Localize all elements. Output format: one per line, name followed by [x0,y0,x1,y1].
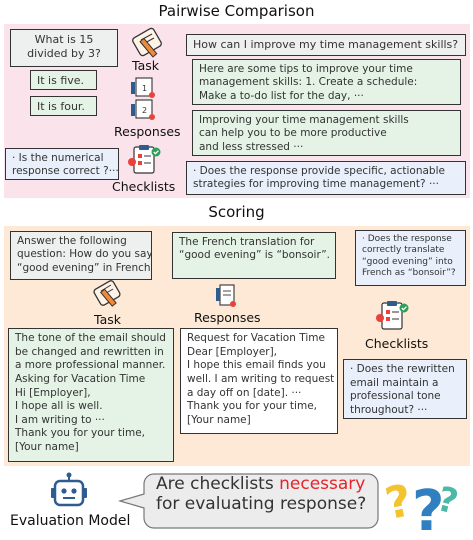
text-line: Improving your time management skills [199,114,409,126]
scoring-task-question-2: The tone of the email should be changed … [8,328,174,462]
scoring-checklist-1: · Does the response correctly translate … [355,230,466,286]
svg-text:?: ? [412,479,444,540]
text-line: Request for Vacation Time [187,332,325,344]
pairwise-response-2a: Here are some tips to improve your time … [192,59,461,105]
svg-text:1: 1 [142,84,147,93]
text-line: a day off on [date]. ··· [187,386,302,399]
text-line: [Your name] [187,413,251,426]
text-line: divided by 3? [27,47,101,61]
text-line: Thank you for your time, [187,400,317,413]
text-line: It is five. [37,74,85,87]
text-line: strategies for improving time management… [193,178,439,191]
text-line: question: How do you say [17,248,152,261]
text-line: The tone of the email should [15,332,166,344]
text-line: How can I improve my time management ski… [193,38,459,51]
text-line: · Is the numerical [12,152,104,164]
pairwise-checklist-2: · Does the response provide specific, ac… [186,161,466,195]
text-line: professional tone [350,390,441,403]
text-line: I hope all is well. [15,400,103,413]
text-line: a more professional manner. [15,359,166,372]
text-line: Asking for Vacation Time [15,372,146,385]
text-line: The French translation for [179,236,315,248]
question-part: Are checklists [156,474,280,494]
scoring-checklist-2: · Does the rewritten email maintain a pr… [343,359,467,419]
text-line: “good evening” in French? [17,261,152,274]
speech-bubble [117,473,379,529]
scoring-response-2: Request for Vacation Time Dear [Employer… [180,328,338,434]
text-line: · Does the rewritten [350,363,455,375]
text-line: Thank you for your time, [15,427,145,440]
pairwise-responses-label: Responses [114,124,181,139]
checklist-icon [376,301,409,330]
question-highlight: necessary [279,474,366,494]
text-line: correctly translate [362,245,445,256]
text-line: management skills: 1. Create a schedule: [199,76,418,89]
text-line: I hope this email finds you [187,359,326,372]
task-icon [93,280,121,307]
text-line: “good evening” is “bonsoir”. [179,249,331,262]
responses-icon [216,284,236,307]
text-line: email maintain a [350,376,439,389]
text-line: French as “bonsoir”? [362,267,456,278]
scoring-task-label: Task [94,312,121,327]
text-line: and less stressed ··· [199,140,304,153]
scoring-task-question-1: Answer the following question: How do yo… [10,231,152,280]
task-icon [132,27,162,58]
text-line: I am writing to ··· [15,413,105,426]
scoring-checklists-label: Checklists [365,336,429,351]
pairwise-response-2b: Improving your time management skills ca… [192,110,461,156]
scoring-title: Scoring [208,203,265,221]
text-line: Hi [Employer], [15,386,91,399]
text-line: Answer the following [17,235,127,247]
question-text: Are checklists necessary for evaluating … [156,474,366,515]
pairwise-title: Pairwise Comparison [158,2,315,20]
text-line: well. I am writing to request [187,372,335,385]
pairwise-checklists-label: Checklists [112,179,176,194]
text-line: It is four. [37,100,85,113]
text-line: can help you to be more productive [199,127,387,140]
scoring-response-1: The French translation for “good evening… [172,232,336,279]
text-line: · Does the response provide specific, ac… [193,165,445,177]
pairwise-task-question-2: How can I improve my time management ski… [186,34,466,56]
text-line: throughout? ··· [350,403,428,416]
question-marks-icon: ? ? ? [381,475,462,540]
evaluation-model-label: Evaluation Model [10,513,131,529]
text-line: response correct ?··· [12,165,119,178]
text-line: Here are some tips to improve your time [199,63,413,75]
robot-icon [51,472,87,507]
responses-icon: 1 2 [131,77,155,120]
text-line: · Does the response [362,234,452,244]
text-line: be changed and rewritten in [15,345,164,358]
pairwise-checklist-1: · Is the numerical response correct ?··· [5,148,119,180]
text-line: What is 15 [34,33,94,46]
text-line: “good evening” into [362,256,453,267]
pairwise-task-question-1: What is 15 divided by 3? [10,29,118,67]
text-line: Dear [Employer], [187,345,278,358]
pairwise-task-label: Task [132,58,159,73]
checklist-icon [128,145,161,174]
question-part: for evaluating response? [156,494,367,515]
pairwise-response-1a: It is five. [30,70,97,90]
text-line: Make a to-do list for the day, ··· [199,89,364,102]
pairwise-response-1b: It is four. [30,96,97,116]
svg-text:2: 2 [142,106,147,115]
scoring-responses-label: Responses [194,310,261,325]
text-line: [Your name] [15,441,79,454]
